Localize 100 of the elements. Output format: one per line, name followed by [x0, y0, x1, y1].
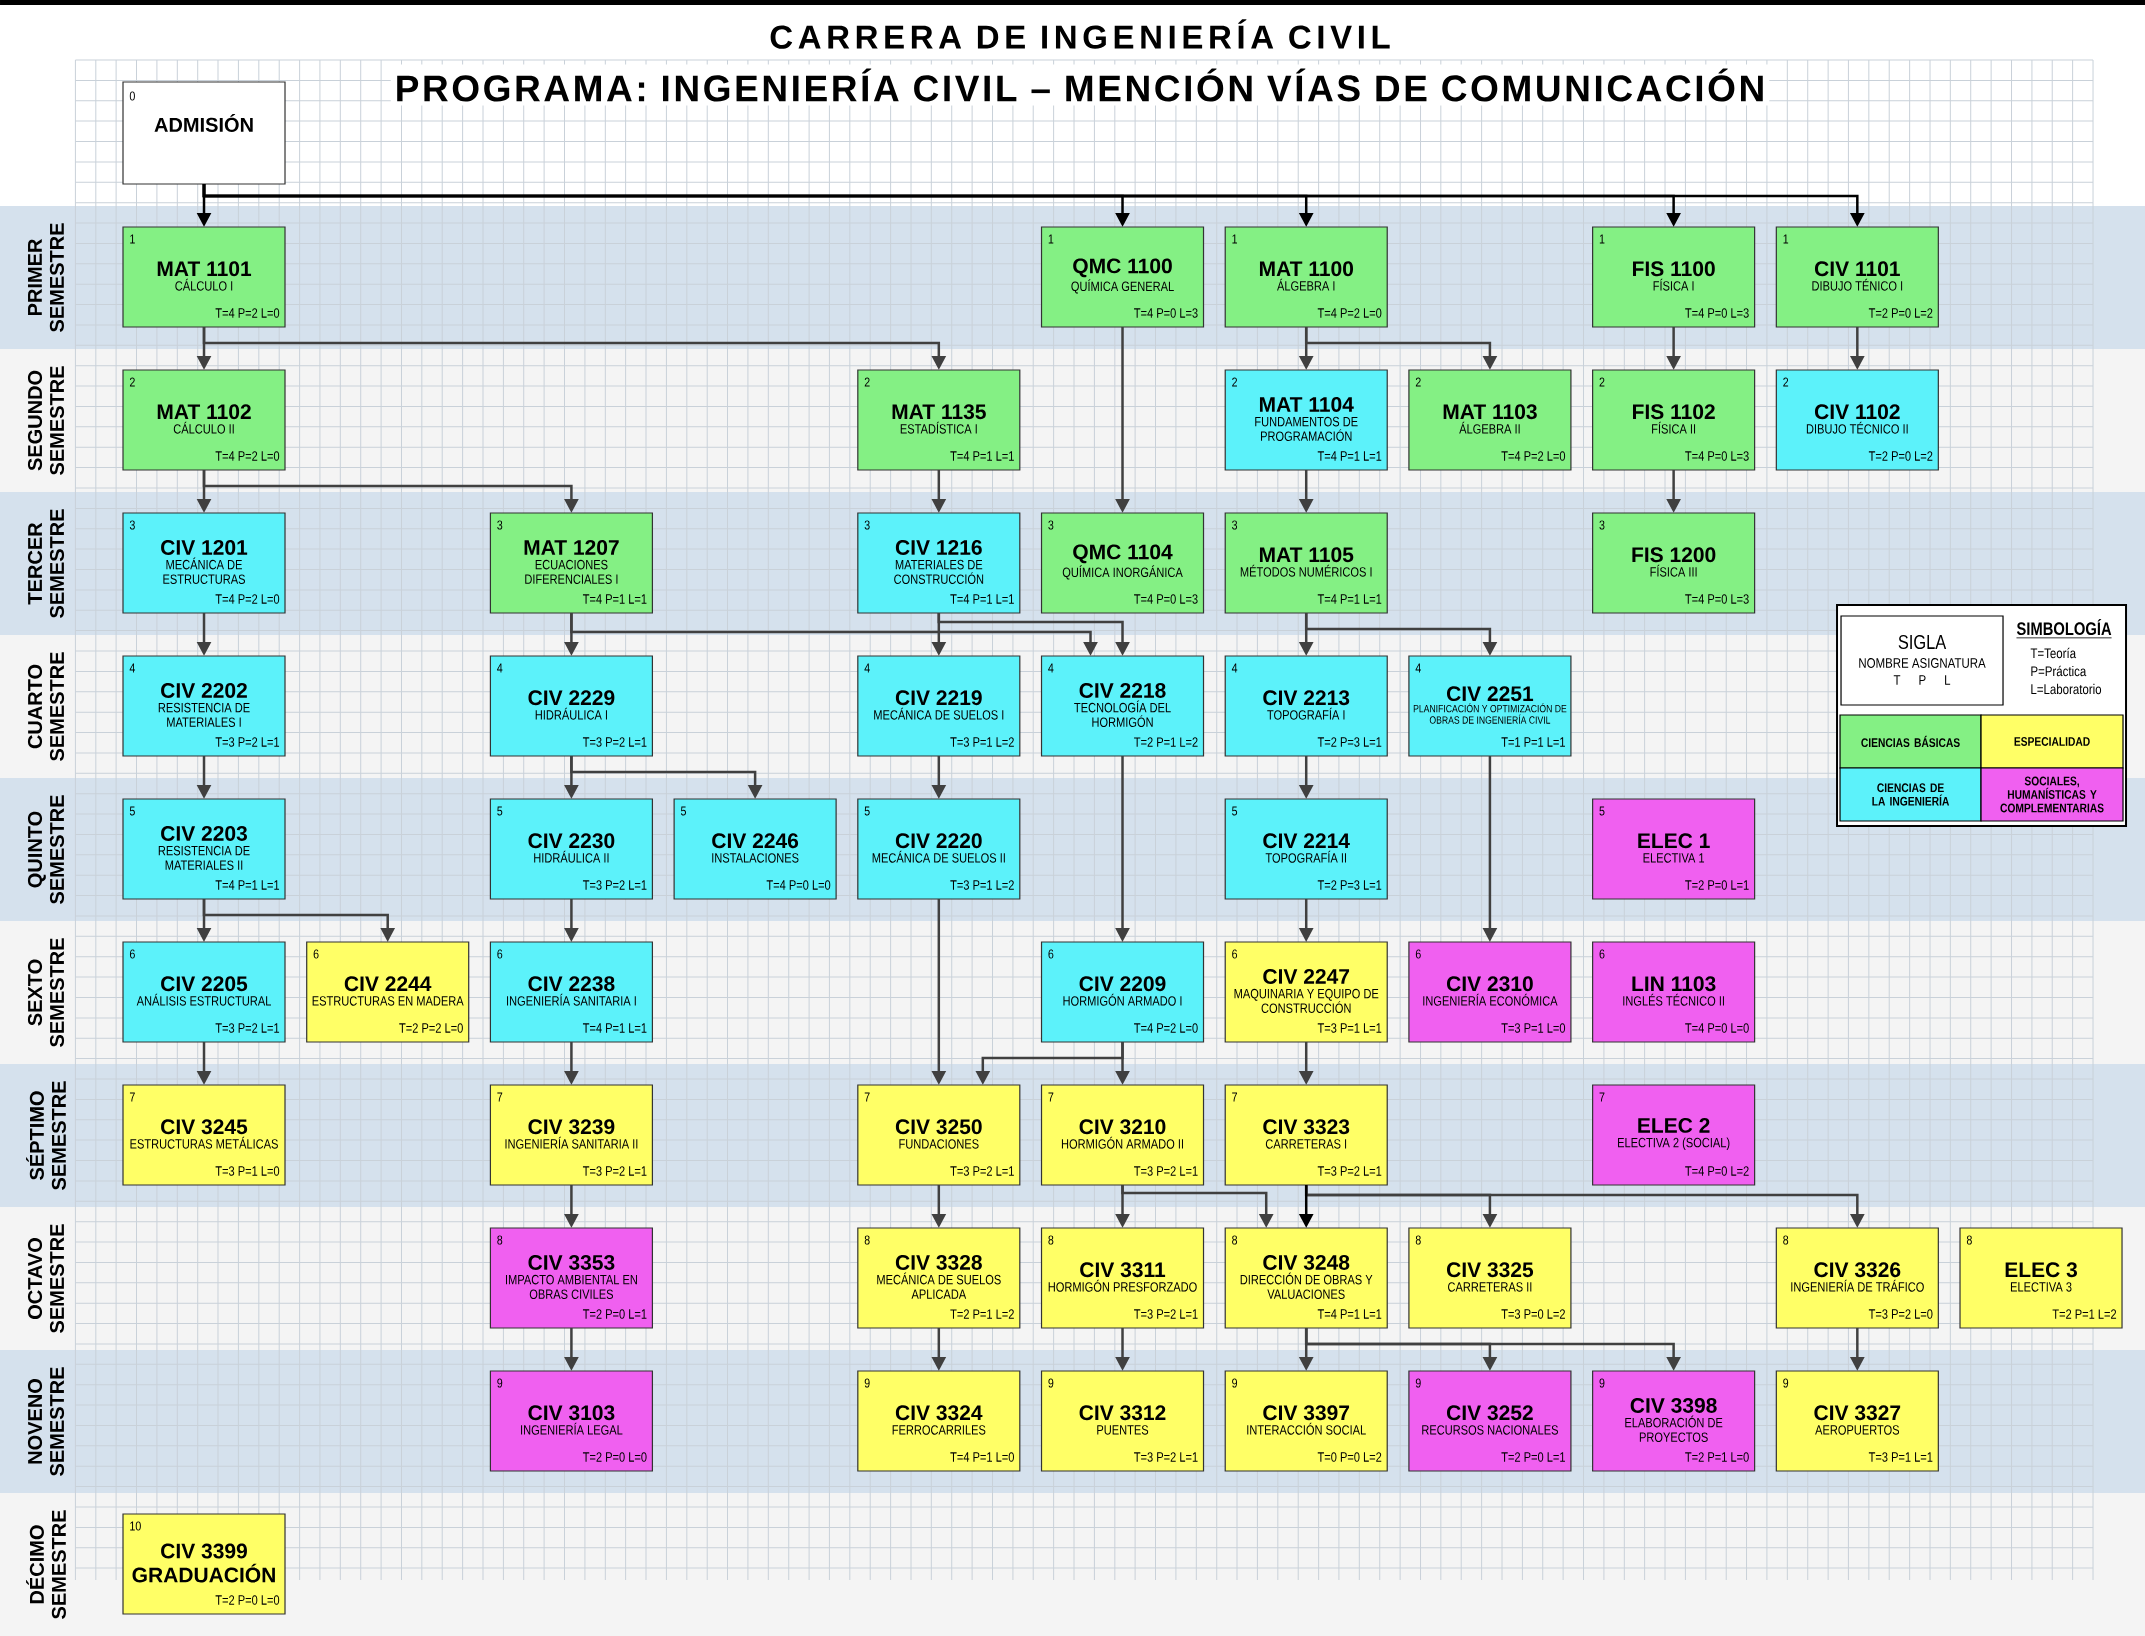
course-box — [1224, 512, 1388, 614]
course-code: FIS 1200 — [1632, 547, 1716, 563]
course-code: CIV 3239 — [528, 1119, 615, 1135]
course-code: CIV 3398 — [1630, 1398, 1717, 1413]
course-code: CIV 3325 — [1447, 1262, 1534, 1278]
course-name: ELECTIVA 3 — [2010, 1282, 2072, 1292]
semester-number: 7 — [1048, 1092, 1054, 1102]
course-name: MECÁNICA DE SUELOS I — [874, 707, 1004, 720]
legend-text: L=Laboratorio — [2031, 683, 2102, 695]
hours-label: T=3 P=2 L=1 — [950, 1166, 1014, 1176]
course-name: INSTALACIONES — [712, 853, 799, 863]
course-code: MAT 1103 — [1443, 404, 1537, 420]
course-code: CIV 2251 — [1447, 686, 1534, 702]
semester-number: 3 — [129, 520, 135, 530]
hours-label: T=3 P=2 L=1 — [1317, 1166, 1382, 1176]
legend-heading: SIMBOLOGÍA — [2016, 618, 2112, 639]
course-code: CIV 2247 — [1263, 969, 1350, 984]
course-code: CIV 2220 — [895, 833, 982, 849]
course-code: CIV 3103 — [528, 1405, 615, 1421]
course-box — [1592, 512, 1756, 614]
course-box — [1592, 226, 1756, 328]
hours-label: T=3 P=1 L=1 — [1317, 1023, 1382, 1033]
hours-label: T=3 P=2 L=1 — [1134, 1166, 1198, 1176]
course-box — [857, 1227, 1021, 1329]
course-box — [122, 941, 286, 1043]
course-box — [122, 226, 286, 328]
hours-label: T=4 P=0 L=3 — [1685, 451, 1749, 461]
course-box — [1040, 941, 1205, 1043]
course-name: MECÁNICA DE ESTRUCTURAS — [163, 557, 245, 584]
hours-label: T=4 P=2 L=0 — [1134, 1023, 1198, 1033]
course-box — [1408, 655, 1572, 757]
hours-label: T=0 P=0 L=2 — [1317, 1452, 1382, 1462]
hours-label: T=3 P=1 L=2 — [950, 880, 1014, 890]
hours-label: T=4 P=1 L=1 — [215, 880, 280, 890]
semester-number: 9 — [497, 1378, 503, 1388]
subtitle: PROGRAMA: INGENIERÍA CIVIL – MENCIÓN VÍAS DE COMUNICACIÓN — [390, 64, 1770, 106]
course-box — [306, 941, 470, 1043]
hours-label: T=4 P=2 L=0 — [215, 594, 280, 604]
course-code: CIV 2203 — [161, 826, 247, 841]
course-name: MAQUINARIA Y EQUIPO DE CONSTRUCCIÓN — [1234, 988, 1379, 1013]
course-code: MAT 1105 — [1259, 547, 1354, 563]
legend-cell: CIENCIAS BÁSICAS — [1839, 714, 1982, 769]
semester-number: 4 — [1415, 663, 1421, 673]
course-name: FUNDACIONES — [899, 1139, 979, 1149]
course-box — [1592, 798, 1756, 900]
hours-label: T=4 P=0 L=2 — [1685, 1166, 1749, 1176]
semester-number: 6 — [129, 949, 135, 959]
course-name: ESTRUCTURAS EN MADERA — [312, 996, 464, 1006]
semester-number: 4 — [1231, 663, 1238, 673]
semester-number: 4 — [864, 663, 870, 673]
course-box — [1592, 1370, 1756, 1472]
course-code: CIV 3250 — [895, 1119, 982, 1135]
hours-label: T=3 P=1 L=2 — [950, 737, 1014, 747]
legend-text: P=Práctica — [2031, 665, 2087, 677]
semester-number: 2 — [864, 377, 870, 387]
course-box — [857, 1370, 1021, 1472]
course-box — [1408, 1370, 1572, 1472]
band-label: TERCER SEMESTRE — [27, 509, 65, 618]
course-box — [857, 512, 1021, 614]
semester-number: 5 — [864, 806, 870, 816]
course-code: MAT 1104 — [1259, 397, 1354, 412]
semester-number: 7 — [129, 1092, 135, 1102]
course-code: MAT 1100 — [1259, 261, 1353, 277]
course-box — [1040, 1370, 1205, 1472]
semester-number: 8 — [1232, 1235, 1238, 1245]
legend-cell: SOCIALES, HUMANÍSTICAS Y COMPLEMENTARIAS — [1980, 767, 2124, 822]
hours-label: T=3 P=0 L=2 — [1501, 1309, 1565, 1319]
course-name: HORMIGÓN PRESFORZADO — [1048, 1279, 1197, 1292]
course-name: FÍSICA I — [1653, 278, 1694, 291]
course-name: RESISTENCIA DE MATERIALES II — [158, 845, 250, 870]
hours-label: T=4 P=0 L=3 — [1134, 594, 1198, 604]
semester-number: 8 — [864, 1235, 870, 1245]
course-box — [122, 798, 286, 900]
course-box — [122, 655, 286, 757]
admission-box — [122, 81, 286, 185]
course-code: CIV 3399 — [161, 1543, 247, 1559]
course-name: AEROPUERTOS — [1815, 1425, 1900, 1435]
hours-label: T=4 P=1 L=1 — [582, 594, 647, 604]
course-box — [1408, 941, 1572, 1043]
course-name: DIBUJO TÉCNICO II — [1806, 421, 1908, 434]
semester-number: 5 — [1232, 806, 1238, 816]
course-name: GRADUACIÓN — [132, 1563, 275, 1583]
hours-label: T=3 P=2 L=1 — [582, 1166, 647, 1176]
course-code: CIV 2310 — [1447, 976, 1533, 992]
course-code: CIV 2230 — [528, 833, 615, 849]
course-name: MECÁNICA DE SUELOS APLICADA — [877, 1272, 1001, 1299]
hours-label: T=4 P=2 L=0 — [1317, 308, 1382, 318]
hours-label: T=4 P=0 L=3 — [1134, 308, 1198, 318]
semester-number: 9 — [864, 1378, 870, 1388]
hours-label: T=2 P=1 L=2 — [2052, 1309, 2117, 1319]
semester-number: 1 — [1232, 234, 1237, 244]
course-name: HORMIGÓN ARMADO II — [1061, 1136, 1183, 1149]
semester-number: 9 — [1599, 1378, 1605, 1388]
course-box — [1592, 369, 1756, 471]
course-name: TOPOGRAFÍA II — [1265, 850, 1346, 863]
course-name: CÁLCULO II — [173, 421, 234, 434]
course-name: FÍSICA III — [1650, 564, 1697, 577]
semester-number: 6 — [497, 949, 503, 959]
course-code: CIV 2218 — [1079, 683, 1166, 698]
course-code: CIV 3326 — [1814, 1262, 1901, 1278]
